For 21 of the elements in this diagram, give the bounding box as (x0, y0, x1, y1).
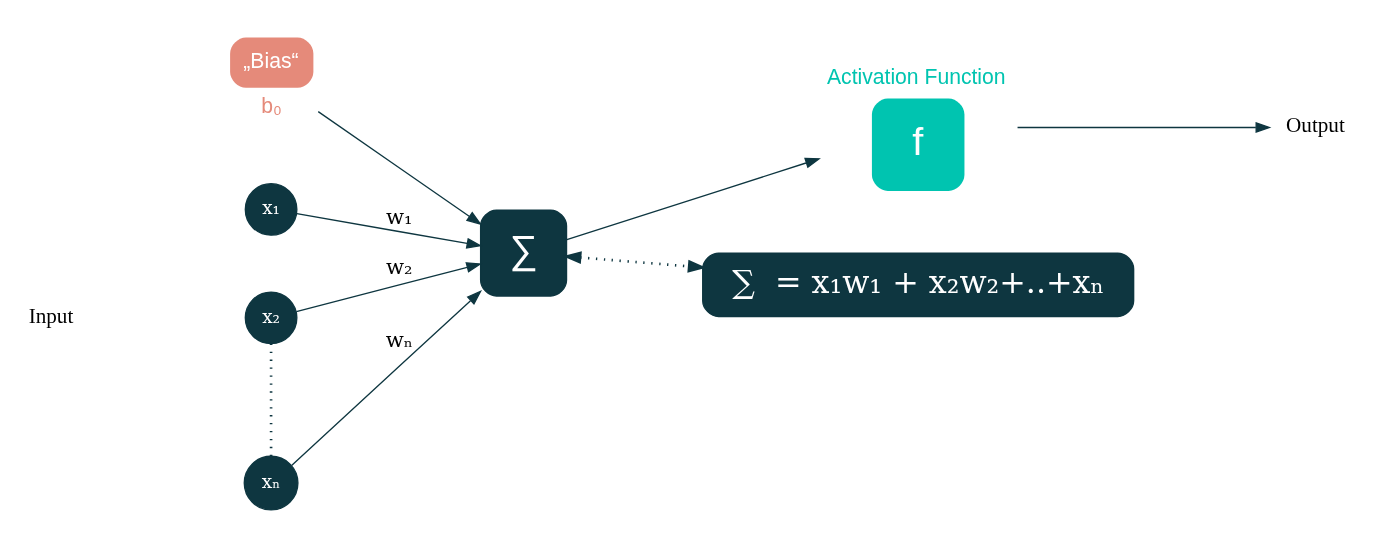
edge-label: w₁ (386, 203, 413, 229)
arrow (566, 157, 821, 240)
arrow (295, 261, 483, 312)
node-label: Activation Function (826, 64, 1006, 88)
node-box: ∑ = x₁w₁ + x₂w₂+..+xₙ (702, 251, 1135, 317)
label: Input (28, 303, 74, 328)
node-circle: x₁ (244, 182, 298, 236)
edge-label: w₂ (386, 253, 413, 279)
node-text: Output (1286, 112, 1345, 137)
node-box: f (871, 97, 965, 191)
arrow (1016, 121, 1272, 133)
arrow (290, 289, 483, 466)
node-circle: x₂ (244, 290, 298, 344)
node-box: ∑ (479, 208, 568, 297)
connector (269, 343, 273, 456)
node-circle: xₙ (243, 455, 299, 511)
node-box: „Bias“ (230, 37, 314, 88)
arrow (296, 212, 483, 249)
edge-label: wₙ (385, 326, 413, 352)
node-label: b₀ (261, 93, 282, 117)
arrow (317, 110, 483, 225)
